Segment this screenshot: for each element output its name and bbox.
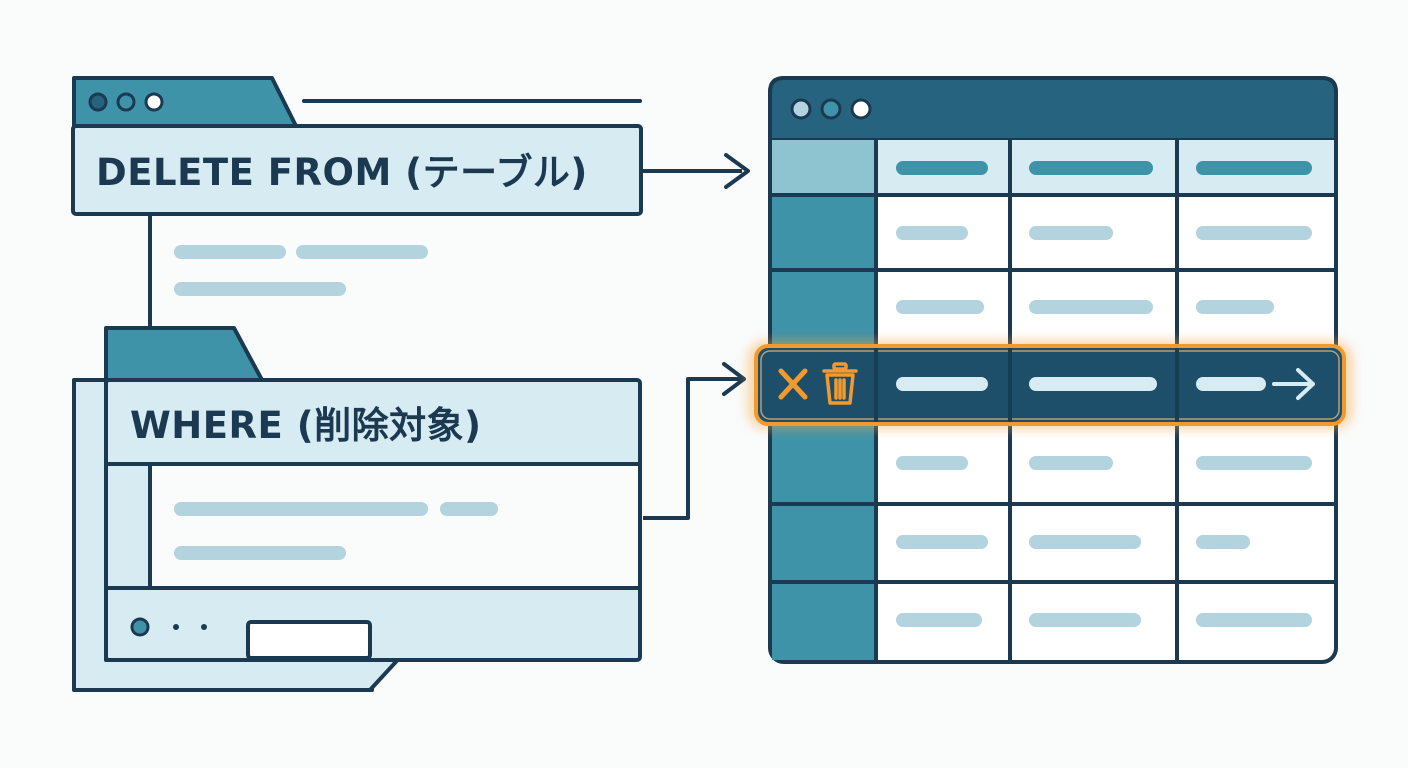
where-panel: [72, 326, 746, 692]
table-cell-placeholder: [1196, 613, 1312, 627]
footer-button[interactable]: [246, 620, 372, 660]
table-cell-placeholder: [1196, 226, 1312, 240]
arrow-right-icon[interactable]: [1272, 368, 1315, 400]
where-content-area: [148, 462, 642, 590]
status-dot-icon: [130, 617, 150, 637]
placeholder-line: [174, 546, 346, 560]
trash-icon[interactable]: [822, 362, 858, 405]
arrow-head: [722, 362, 746, 396]
column-header-placeholder: [896, 161, 988, 175]
ellipsis-dot: [173, 624, 179, 630]
table-cell-placeholder: [896, 613, 982, 627]
placeholder-line: [174, 502, 428, 516]
where-panel-tab: [104, 326, 264, 382]
table-cell-placeholder: [1029, 226, 1113, 240]
close-icon[interactable]: [778, 368, 808, 400]
table-cell-placeholder: [1196, 300, 1274, 314]
table-rows: [896, 226, 1312, 627]
window-dots-icon: [790, 98, 872, 120]
table-cell-placeholder: [896, 300, 984, 314]
placeholder-lines-top: [174, 245, 428, 296]
where-label: WHERE (削除対象): [130, 404, 482, 447]
delete-from-panel: [71, 76, 750, 216]
arrow-head: [724, 153, 750, 189]
table-cell-placeholder: [1196, 535, 1250, 549]
table-cell-placeholder: [1029, 456, 1113, 470]
table-cell-placeholder: [896, 456, 968, 470]
delete-from-label: DELETE FROM (テーブル): [96, 151, 588, 194]
delete-panel-body: [71, 124, 643, 216]
ellipsis-dot: [201, 624, 207, 630]
highlighted-row[interactable]: [749, 342, 1351, 428]
placeholder-line: [440, 502, 498, 516]
window-dots-icon: [88, 92, 164, 112]
table-grid: [770, 140, 1336, 662]
row-cell-placeholder: [1029, 377, 1157, 391]
row-cell-placeholder: [896, 377, 988, 391]
column-header-placeholder: [1029, 161, 1153, 175]
corner-cell: [772, 140, 876, 195]
table-cell-placeholder: [896, 535, 988, 549]
table-cell-placeholder: [1029, 300, 1153, 314]
table-cell-placeholder: [896, 226, 968, 240]
connector-where-to-row: [643, 377, 742, 520]
table-title-bar: [768, 76, 1338, 142]
table-cell-placeholder: [1029, 535, 1141, 549]
table-cell-placeholder: [1196, 456, 1312, 470]
row-cell-placeholder: [1196, 377, 1266, 391]
table-cell-placeholder: [1029, 613, 1141, 627]
column-header-placeholder: [1196, 161, 1312, 175]
